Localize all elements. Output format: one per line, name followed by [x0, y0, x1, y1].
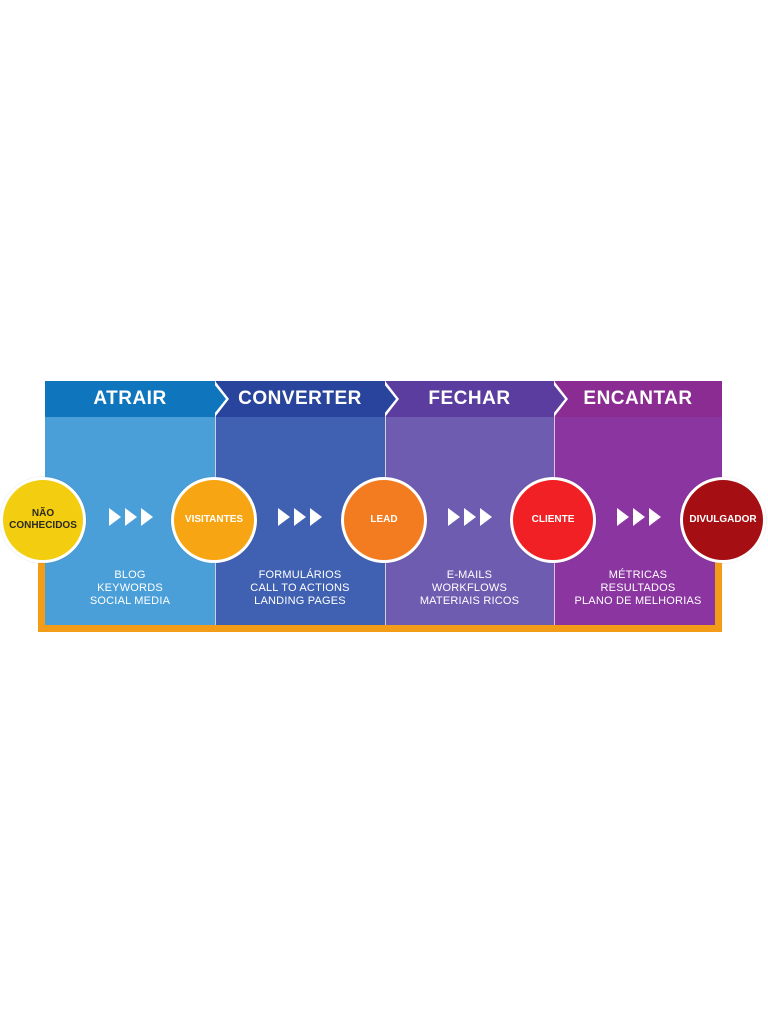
stage-item: SOCIAL MEDIA [89, 595, 171, 607]
stage-title: ENCANTAR [583, 388, 693, 409]
stage-item: WORKFLOWS [431, 582, 508, 594]
chevron-right-icon [553, 381, 568, 417]
node-label: CONHECIDOS [9, 520, 77, 531]
triple-chevron-right-icon [109, 508, 153, 528]
stage-header-atrair: ATRAIR [45, 381, 229, 417]
triple-chevron-right-icon [448, 508, 492, 528]
chevron-right-icon [384, 381, 399, 417]
stage-item: RESULTADOS [600, 582, 676, 594]
stage-item: BLOG [114, 569, 146, 581]
node-label: DIVULGADOR [689, 514, 757, 525]
node-label: VISITANTES [184, 514, 244, 525]
stage-item: MÉTRICAS [608, 569, 668, 581]
node-label: CLIENTE [531, 514, 575, 525]
triple-chevron-right-icon [278, 508, 322, 528]
node-label: NÃO [31, 508, 55, 519]
stage-title: ATRAIR [93, 388, 167, 409]
stage-header-fechar: FECHAR [385, 381, 568, 417]
stage-items-encantar: MÉTRICAS RESULTADOS PLANO DE MELHORIAS [554, 569, 722, 608]
stage-items-converter: FORMULÁRIOS CALL TO ACTIONS LANDING PAGE… [215, 569, 385, 608]
node-divulgador: DIVULGADOR [680, 477, 766, 563]
stage-title: FECHAR [428, 388, 511, 409]
stage-item: PLANO DE MELHORIAS [574, 595, 702, 607]
stage-item: FORMULÁRIOS [258, 569, 342, 581]
stage-item: MATERIAIS RICOS [419, 595, 520, 607]
node-cliente: CLIENTE [510, 477, 596, 563]
funnel-frame [38, 532, 722, 632]
stage-header-converter: CONVERTER [215, 381, 399, 417]
chevron-right-icon [214, 381, 229, 417]
node-lead: LEAD [341, 477, 427, 563]
stage-title: CONVERTER [238, 388, 362, 409]
stage-item: CALL TO ACTIONS [250, 582, 350, 594]
node-nao-conhecidos: NÃO CONHECIDOS [0, 477, 86, 563]
node-visitantes: VISITANTES [171, 477, 257, 563]
stage-item: LANDING PAGES [254, 595, 346, 607]
stage-header-encantar: ENCANTAR [554, 381, 722, 417]
stage-item: E-MAILS [446, 569, 493, 581]
node-label: LEAD [370, 514, 398, 525]
stage-items-fechar: E-MAILS WORKFLOWS MATERIAIS RICOS [385, 569, 554, 608]
stage-item: KEYWORDS [97, 582, 163, 594]
triple-chevron-right-icon [617, 508, 661, 528]
stage-items-atrair: BLOG KEYWORDS SOCIAL MEDIA [45, 569, 215, 608]
